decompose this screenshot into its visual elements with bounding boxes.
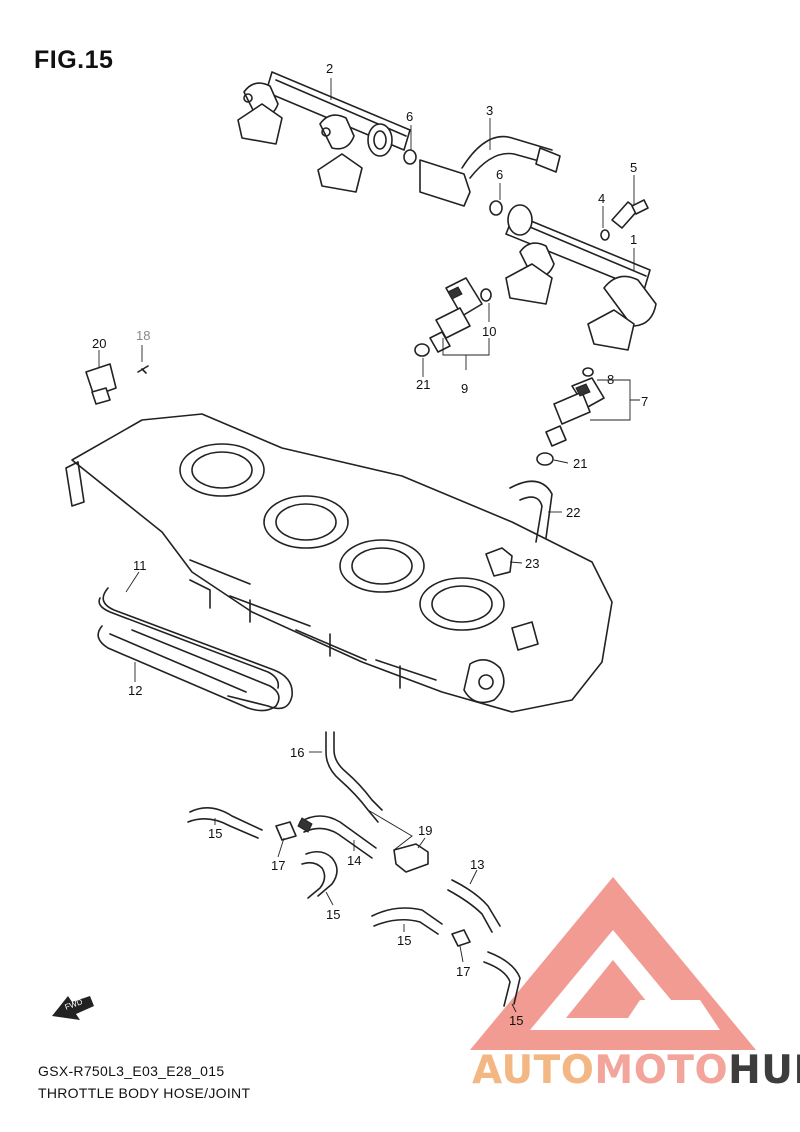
callout-21a: 21 <box>416 377 430 392</box>
screw-18 <box>137 365 149 374</box>
figure-name: THROTTLE BODY HOSE/JOINT <box>38 1085 251 1101</box>
o-ring-6b <box>489 200 503 216</box>
callout-6a: 6 <box>406 109 413 124</box>
callout-16: 16 <box>290 745 304 760</box>
joint-17a <box>275 821 297 841</box>
fuel-delivery-pipe-2 <box>237 71 411 193</box>
callout-21b: 21 <box>573 456 587 471</box>
figure-code: GSX-R750L3_E03_E28_015 <box>38 1063 225 1079</box>
joint-17b <box>451 929 471 947</box>
hose-16-inner <box>333 731 383 811</box>
callout-7: 7 <box>641 394 648 409</box>
hose-22 <box>509 480 553 543</box>
callouts: 2 3 6 6 5 4 1 10 9 21 8 7 21 22 23 20 18… <box>92 61 648 1028</box>
washer-4 <box>600 229 610 241</box>
fwd-arrow-icon <box>52 996 94 1020</box>
callout-4: 4 <box>598 191 605 206</box>
callout-1: 1 <box>630 232 637 247</box>
callout-15d: 15 <box>509 1013 523 1028</box>
joint-19 <box>393 843 429 873</box>
callout-15b: 15 <box>326 907 340 922</box>
seal-21b <box>536 452 554 466</box>
callout-5: 5 <box>630 160 637 175</box>
callout-23: 23 <box>525 556 539 571</box>
callout-3: 3 <box>486 103 493 118</box>
callout-17a: 17 <box>271 858 285 873</box>
figure-title: FIG.15 <box>34 46 114 74</box>
fuel-joint-3 <box>419 135 561 207</box>
hose-12 <box>97 625 280 712</box>
clip-23 <box>485 547 513 577</box>
callout-18: 18 <box>136 328 150 343</box>
callout-14: 14 <box>347 853 361 868</box>
watermark-text: AUTOMOTOHUB <box>472 1048 800 1093</box>
callout-22: 22 <box>566 505 580 520</box>
watermark-logo <box>470 877 756 1050</box>
fuel-delivery-pipe-1 <box>505 204 657 351</box>
callout-9: 9 <box>461 381 468 396</box>
callout-15a: 15 <box>208 826 222 841</box>
hose-13 <box>447 879 501 933</box>
o-ring-6a <box>403 149 417 165</box>
callout-2: 2 <box>326 61 333 76</box>
o-ring-8 <box>582 367 594 377</box>
callout-15c: 15 <box>397 933 411 948</box>
hose-16 <box>325 731 379 823</box>
o-ring-10 <box>480 288 492 302</box>
injector-9 <box>429 277 483 353</box>
callout-10: 10 <box>482 324 496 339</box>
injector-7 <box>545 377 605 447</box>
callout-17b: 17 <box>456 964 470 979</box>
leader-lines <box>98 78 640 1013</box>
seal-21a <box>414 343 430 357</box>
hose-15d <box>483 951 521 1007</box>
watermark-moto: MOTO <box>594 1048 729 1093</box>
throttle-body <box>65 413 613 713</box>
callout-8: 8 <box>607 372 614 387</box>
hose-11-inner <box>98 597 280 689</box>
hose-15b <box>301 850 338 899</box>
hose-15c <box>371 907 443 935</box>
hose-14-end <box>297 817 313 833</box>
hose-12-inner <box>109 633 247 693</box>
callout-12: 12 <box>128 683 142 698</box>
callout-13: 13 <box>470 857 484 872</box>
hose-11 <box>102 587 293 710</box>
hose-15a <box>187 807 263 839</box>
callout-19: 19 <box>418 823 432 838</box>
callout-6b: 6 <box>496 167 503 182</box>
sensor-20 <box>85 363 117 405</box>
callout-11: 11 <box>133 558 147 573</box>
watermark-auto: AUTO <box>472 1048 595 1093</box>
callout-20: 20 <box>92 336 106 351</box>
watermark-hub: HUB <box>728 1048 800 1093</box>
bolt-5 <box>611 199 649 229</box>
